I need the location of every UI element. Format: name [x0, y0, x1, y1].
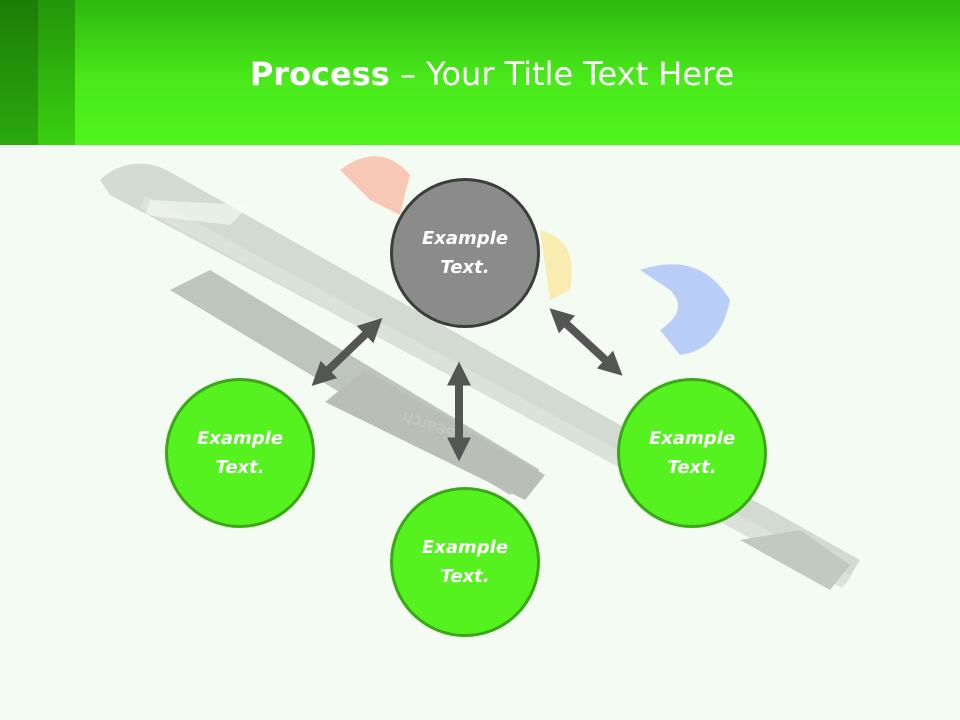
process-node-right: Example Text.: [617, 378, 767, 528]
header-banner: [0, 0, 960, 145]
process-node-left: Example Text.: [165, 378, 315, 528]
slide-title-rest: – Your Title Text Here: [389, 55, 735, 93]
slide-title: Process – Your Title Text Here: [0, 54, 960, 94]
process-node-center: Example Text.: [390, 178, 540, 328]
slide-title-bold: Process: [249, 55, 390, 93]
arrow-center-left: [311, 318, 383, 386]
arrow-center-right: [549, 308, 623, 376]
process-node-bottom: Example Text.: [390, 487, 540, 637]
header-accent-strip: [38, 0, 75, 145]
header-accent-strip-dark: [0, 0, 38, 145]
